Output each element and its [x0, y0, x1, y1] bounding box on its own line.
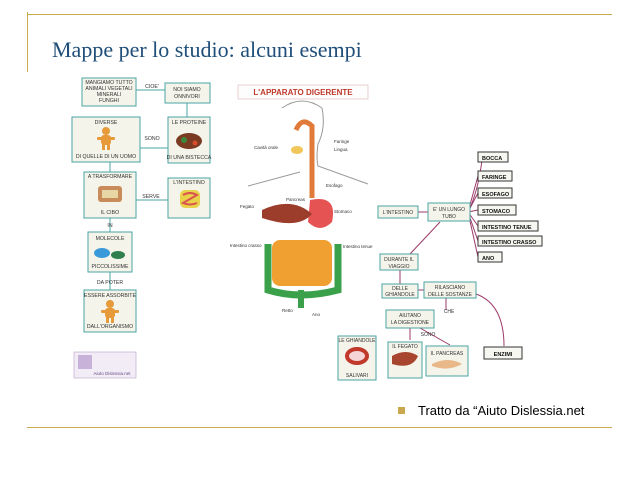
liver-picture — [392, 352, 418, 366]
left-concept-map: MANGIAMO TUTTO ANIMALI VEGETALI MINERALI… — [71, 77, 212, 379]
food-picture — [98, 186, 122, 202]
aiuto-dislessia-logo: Aiuto Dislessia.net — [73, 351, 137, 379]
label-intestino-crasso: Intestino crasso — [230, 243, 262, 248]
node-bistecca: DI UNA BISTECCA — [167, 155, 212, 161]
esophagus-shape — [293, 119, 315, 198]
mouth-shape — [291, 146, 303, 154]
label-retto: Retto — [282, 308, 293, 313]
molecule-picture — [94, 248, 125, 259]
label-stomaco: Stomaco — [334, 209, 352, 214]
node-onnivori-2: ONNIVORI — [174, 94, 200, 100]
node-onnivori-1: NOI SIAMO — [173, 87, 200, 93]
node-molecole: MOLECOLE — [96, 236, 125, 242]
node-viaggio-1: DURANTE IL — [384, 257, 414, 263]
bullet-square-icon — [398, 407, 405, 414]
node-da-poter: DA POTER — [97, 280, 123, 286]
label-cavita-orale: Cavità orale — [254, 145, 279, 150]
gingerbread-figure-2 — [101, 300, 119, 323]
node-diverse: DIVERSE — [95, 120, 118, 126]
node-ghiandole-1: DELLE — [392, 286, 409, 292]
organ-stomaco: STOMACO — [482, 209, 511, 215]
node-fegato: IL FEGATO — [392, 344, 418, 350]
mouth-picture — [345, 347, 369, 365]
diagram-title: L'APPARATO DIGERENTE — [253, 88, 353, 97]
logo-text: Aiuto Dislessia.net — [93, 371, 131, 376]
node-enzimi: ENZIMI — [494, 352, 513, 358]
rectum-shape — [298, 290, 304, 308]
node-salivari-top: LE GHIANDOLE — [339, 338, 377, 344]
label-intestino-tenue: Intestino tenue — [343, 244, 373, 249]
label-fegato: Fegato — [240, 204, 255, 209]
node-proteine: LE PROTEINE — [172, 120, 207, 126]
slide-title: Mappe per lo studio: alcuni esempi — [52, 37, 362, 62]
node-viaggio-2: VIAGGIO — [388, 264, 409, 270]
node-rilasciano-2: DELLE SOSTANZE — [428, 292, 472, 298]
node-mangiamo-3: MINERALI — [97, 92, 122, 98]
stomach-shape — [308, 198, 334, 228]
node-aiutano-1: AIUTANO — [399, 313, 421, 319]
node-ghiandole-2: GHIANDOLE — [385, 292, 415, 298]
top-rule — [27, 14, 612, 15]
node-rilasciano-1: RILASCIANO — [435, 285, 465, 291]
node-salivari: SALIVARI — [346, 373, 368, 379]
node-mangiamo-1: MANGIAMO TUTTO — [85, 80, 132, 86]
organ-faringe: FARINGE — [482, 175, 507, 181]
node-mangiamo-4: FUNGHI — [99, 98, 119, 104]
bottom-rule — [27, 427, 612, 428]
node-da-quelle: DI QUELLE DI UN UOMO — [76, 154, 136, 160]
left-accent-line — [27, 12, 28, 72]
node-organismo: DALL'ORGANISMO — [87, 324, 133, 330]
link-in: IN — [107, 223, 112, 229]
right-concept-map: L'INTESTINO E' UN LUNGO TUBO DURANTE IL … — [337, 151, 543, 381]
label-esofago: Esofago — [326, 183, 343, 188]
organ-ano: ANO — [482, 256, 495, 262]
node-trasformare: A TRASFORMARE — [88, 174, 133, 180]
node-il-cibo: IL CIBO — [101, 210, 119, 216]
organ-crasso: INTESTINO CRASSO — [482, 240, 537, 246]
node-aiutano-2: LA DIGESTIONE — [391, 320, 430, 326]
node-piccolissime: PICCOLISSIME — [92, 264, 129, 270]
small-intestine-shape — [272, 240, 332, 286]
node-lungo-2: TUBO — [442, 214, 456, 220]
label-lingua: Lingua — [334, 147, 348, 152]
credit-text: Tratto da “Aiuto Dislessia.net — [418, 403, 585, 418]
link-sono-right: SONO — [421, 332, 436, 338]
node-pancreas: IL PANCREAS — [431, 351, 464, 357]
link-cioe: CIOE' — [145, 84, 159, 90]
organ-bocca: BOCCA — [482, 156, 502, 162]
organ-esofago: ESOFAGO — [482, 192, 510, 198]
link-sono-left: SONO — [144, 136, 159, 142]
label-ano: Ano — [312, 312, 321, 317]
intestine-picture — [180, 190, 200, 208]
gingerbread-figure-1 — [97, 127, 115, 150]
node-mangiamo-2: ANIMALI VEGETALI — [85, 86, 132, 92]
pancreas-picture — [432, 360, 462, 369]
node-essere: ESSERE ASSORBITE — [84, 293, 136, 299]
label-pancreas: Pancreas — [286, 197, 306, 202]
steak-picture — [176, 133, 202, 149]
node-intestino-right: L'INTESTINO — [383, 210, 414, 216]
node-intestino-left: L'INTESTINO — [173, 180, 205, 186]
link-che: CHE — [444, 309, 455, 315]
label-faringe: Faringe — [334, 139, 350, 144]
liver-shape — [262, 203, 312, 224]
node-lungo-1: E' UN LUNGO — [433, 207, 465, 213]
organ-tenue: INTESTINO TENUE — [482, 225, 532, 231]
link-serve: SERVE — [142, 194, 160, 200]
digestive-system-diagram: L'APPARATO DIGERENTE Cavità orale Faring… — [230, 84, 373, 317]
